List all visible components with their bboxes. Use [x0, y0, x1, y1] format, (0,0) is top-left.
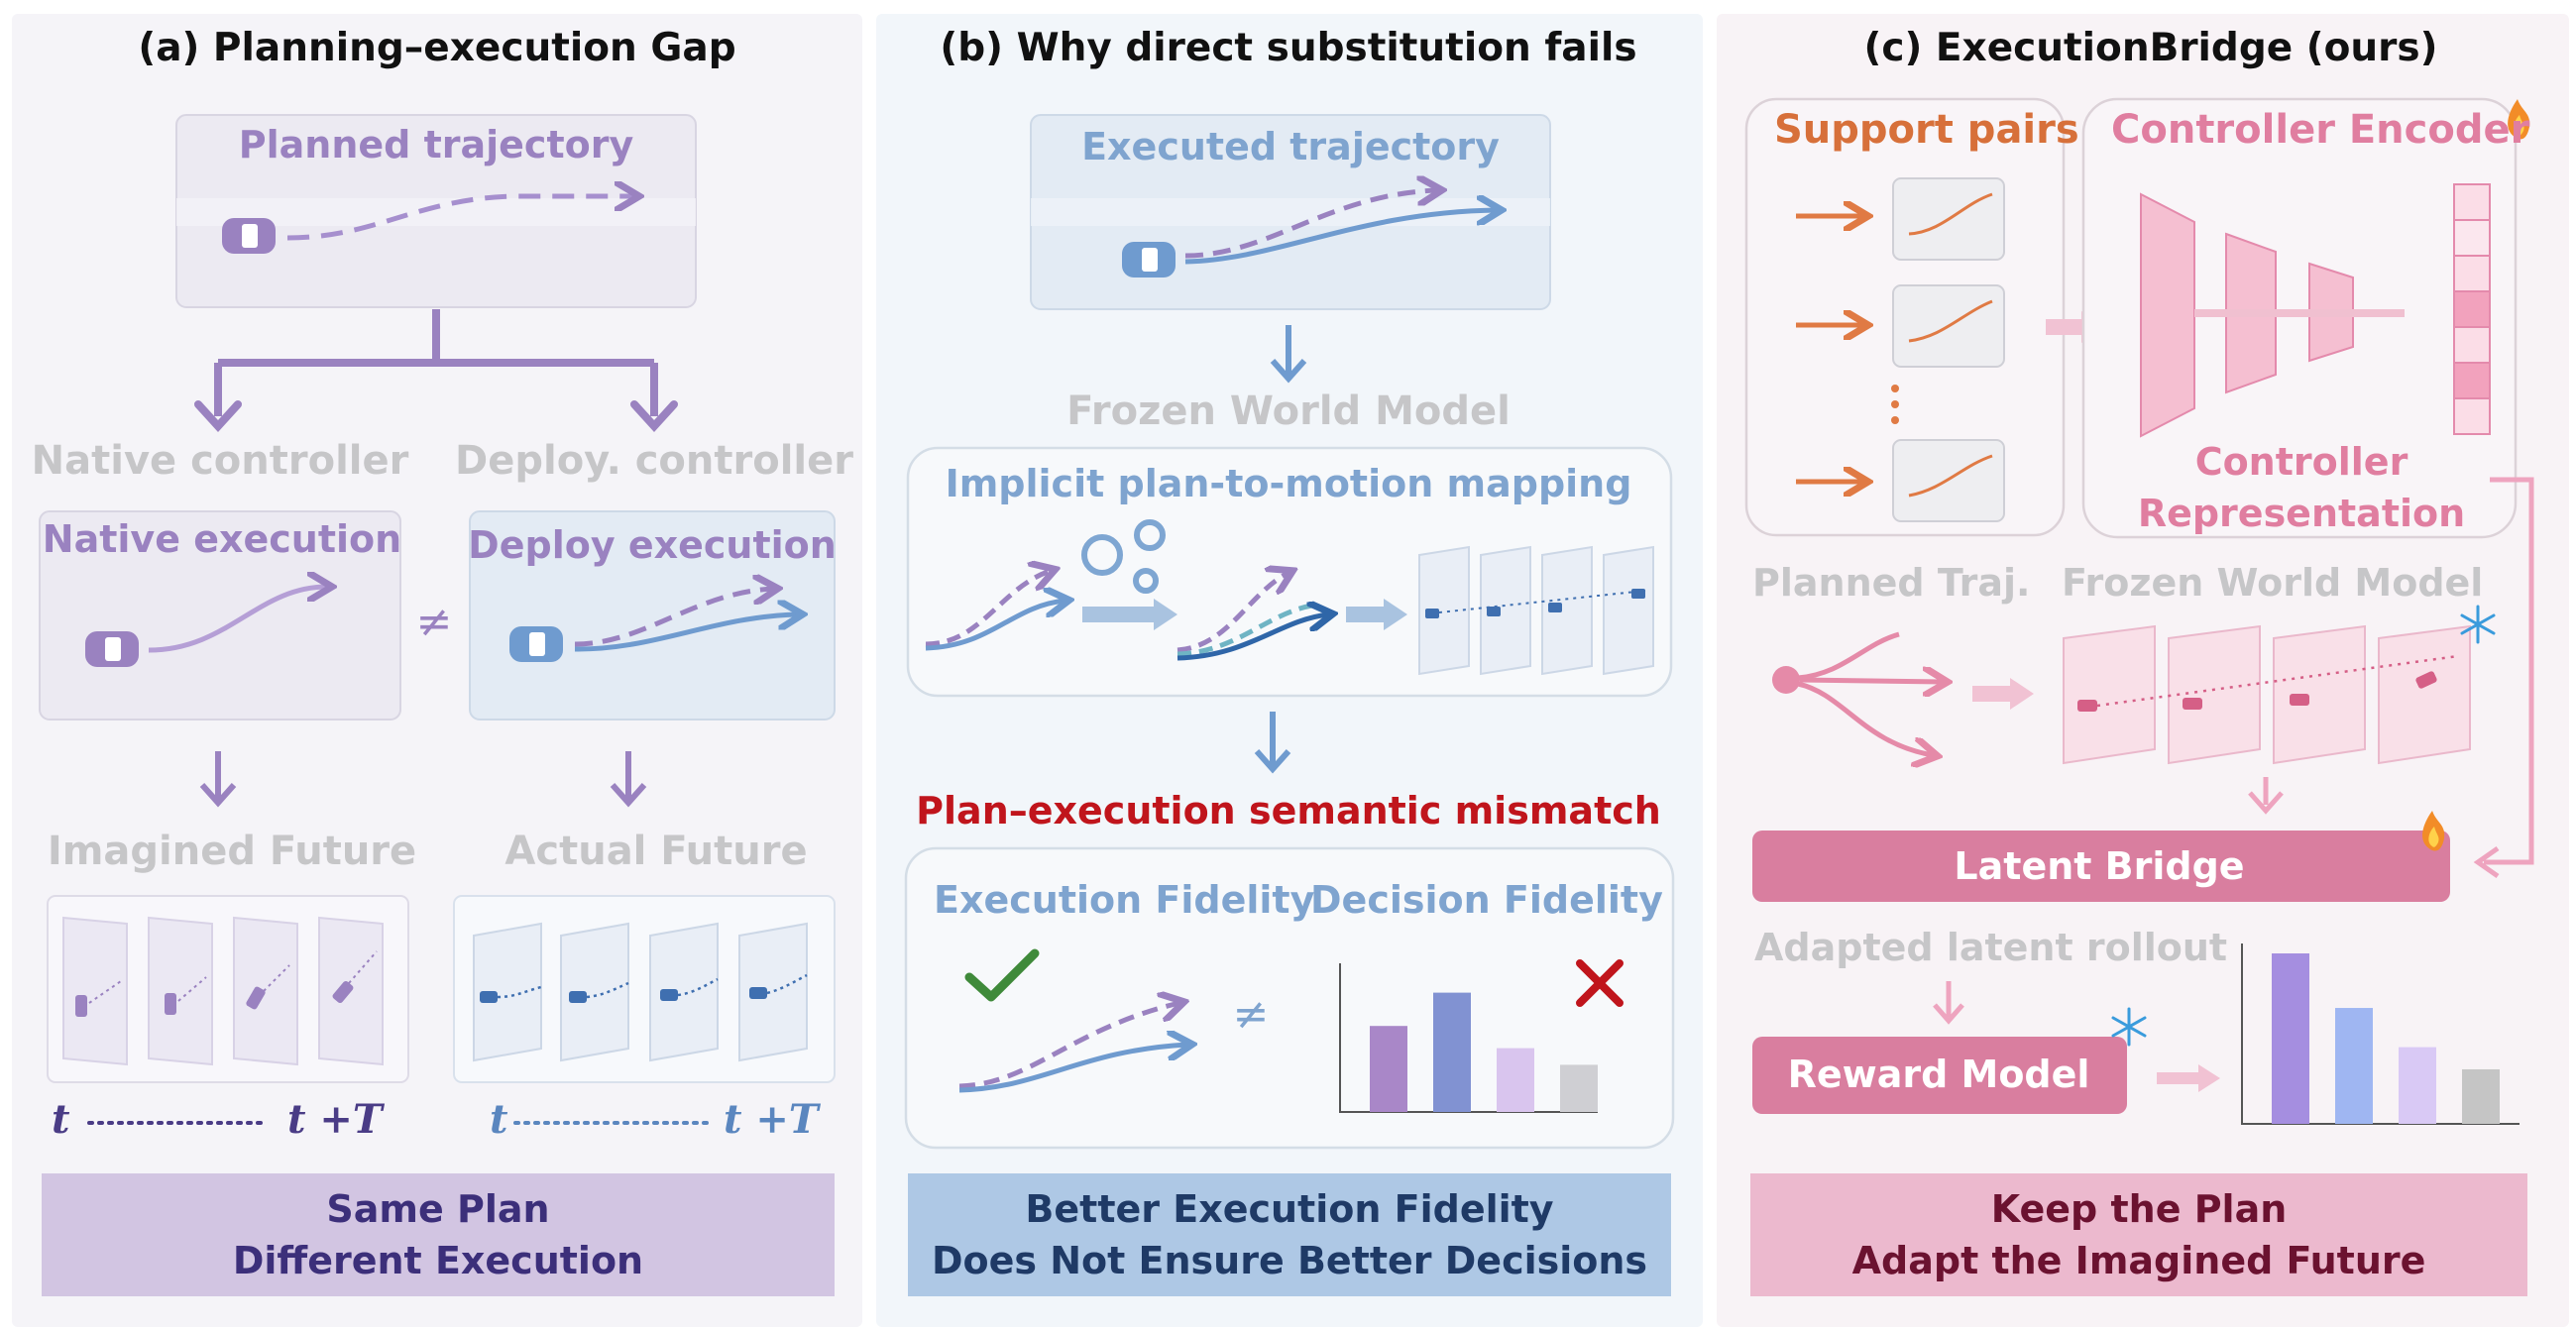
planned-trajectory-label: Planned trajectory	[238, 123, 634, 166]
native-execution-label: Native execution	[42, 517, 402, 561]
chart-bar	[1560, 1064, 1598, 1112]
chart-bar	[1433, 992, 1471, 1112]
native-execution-box	[39, 510, 401, 721]
support-pairs-label: Support pairs	[1774, 107, 2079, 153]
panel-c-conclusion: Keep the Plan Adapt the Imagined Future	[1750, 1173, 2527, 1296]
origin-dot	[1772, 666, 1800, 694]
not-equal-sign: ≠	[415, 597, 453, 647]
planned-arrow	[286, 196, 634, 241]
representation-vector	[2453, 183, 2491, 435]
split-arrow-left	[194, 400, 242, 432]
panel-a-conclusion: Same Plan Different Execution	[42, 1173, 835, 1296]
bridge-arrow-right	[2473, 845, 2500, 879]
time-start-left: t	[52, 1096, 70, 1143]
world-model-frames	[1418, 545, 1654, 676]
fidelity-box	[904, 846, 1675, 1150]
reward-model-box	[1752, 1037, 2127, 1114]
chart-bar	[2272, 953, 2309, 1124]
frozen-world-model-label: Frozen World Model	[1066, 388, 1511, 434]
world-model-cars	[2077, 671, 2437, 712]
cross-icon	[1576, 959, 1624, 1007]
controller-representation-line-1: Controller	[2194, 440, 2408, 484]
panel-a-title: (a) Planning–execution Gap	[138, 26, 736, 70]
imagined-frames	[62, 916, 384, 1066]
deploy-execution-label: Deploy execution	[468, 523, 837, 567]
split-connector	[214, 309, 658, 416]
deploy-controller-label: Deploy. controller	[455, 438, 853, 484]
split-arrow-right	[630, 400, 678, 432]
native-controller-label: Native controller	[31, 438, 409, 484]
chart-bar	[2462, 1068, 2500, 1124]
controller-encoder-box	[2081, 97, 2518, 539]
native-arrow	[148, 587, 327, 653]
actual-frames	[473, 922, 808, 1062]
panel-c-title: (c) ExecutionBridge (ours)	[1863, 26, 2438, 70]
planned-traj-label: Planned Traj.	[1752, 561, 2031, 605]
support-dots	[1891, 385, 1899, 424]
down-arrow-right	[610, 751, 647, 808]
implicit-mapping-label: Implicit plan-to-motion mapping	[945, 462, 1632, 505]
conclusion-line-1: Keep the Plan	[1990, 1187, 2288, 1231]
frozen-world-model-label-c: Frozen World Model	[2062, 561, 2484, 605]
fire-icon	[2422, 811, 2445, 851]
process-arrow-1	[1154, 599, 1177, 630]
encoder-trapezoids	[2140, 192, 2354, 438]
down-arrow-left	[199, 751, 237, 808]
frozen-world-model-frames	[2063, 624, 2471, 765]
conclusion-line-1: Same Plan	[326, 1187, 550, 1231]
to-reward-chart-arrow	[2198, 1064, 2220, 1092]
down-arrow-c1	[2248, 777, 2284, 815]
support-thumbnails	[1892, 177, 2005, 522]
conclusion-line-2: Adapt the Imagined Future	[1851, 1239, 2426, 1282]
car-icon	[509, 626, 563, 662]
down-arrow-b1	[1270, 325, 1307, 384]
to-world-model-arrow	[2010, 678, 2034, 710]
conclusion-line-2: Does Not Ensure Better Decisions	[931, 1239, 1648, 1282]
not-equal-sign-b: ≠	[1232, 989, 1270, 1040]
latent-bridge-box	[1752, 831, 2450, 902]
down-arrow-c2	[1933, 981, 1964, 1025]
time-end-left: t +T	[287, 1096, 383, 1143]
chart-bar	[2399, 1047, 2436, 1124]
snowflake-icon	[2460, 605, 2496, 644]
support-arrows	[1796, 216, 1863, 482]
reward-model-label: Reward Model	[1787, 1053, 2090, 1096]
adapted-rollout-label: Adapted latent rollout	[1754, 926, 2228, 969]
reward-chart	[2241, 943, 2520, 1125]
time-start-right: t	[490, 1096, 508, 1143]
conclusion-line-2: Different Execution	[232, 1239, 644, 1282]
car-icon	[222, 218, 276, 254]
fire-icon	[2508, 99, 2530, 140]
check-icon	[964, 948, 1040, 1002]
imagined-future-label: Imagined Future	[47, 829, 417, 874]
latent-bridge-label: Latent Bridge	[1954, 844, 2245, 888]
decision-fidelity-label: Decision Fidelity	[1310, 878, 1663, 922]
process-arrow-2	[1384, 599, 1407, 630]
panel-b-title: (b) Why direct substitution fails	[940, 26, 1637, 70]
gear-icon	[1081, 519, 1166, 594]
down-arrow-b2	[1254, 712, 1291, 774]
conclusion-line-1: Better Execution Fidelity	[1025, 1187, 1554, 1231]
time-end-right: t +T	[724, 1096, 819, 1143]
chart-bar	[1370, 1026, 1407, 1112]
deploy-execution-box	[469, 510, 836, 721]
car-icon	[85, 631, 139, 667]
car-icon	[1122, 242, 1176, 277]
executed-trajectory-label: Executed trajectory	[1081, 125, 1500, 168]
chart-bar	[2335, 1008, 2373, 1124]
chart-bar	[1497, 1048, 1534, 1112]
execution-fidelity-label: Execution Fidelity	[934, 878, 1315, 922]
controller-representation-line-2: Representation	[2137, 492, 2466, 535]
decision-fidelity-chart	[1339, 963, 1598, 1113]
controller-encoder-label: Controller Encoder	[2111, 107, 2530, 153]
actual-future-label: Actual Future	[504, 829, 808, 874]
panel-b-conclusion: Better Execution Fidelity Does Not Ensur…	[908, 1173, 1671, 1296]
semantic-mismatch-label: Plan–execution semantic mismatch	[916, 789, 1661, 832]
snowflake-icon	[2111, 1007, 2147, 1047]
